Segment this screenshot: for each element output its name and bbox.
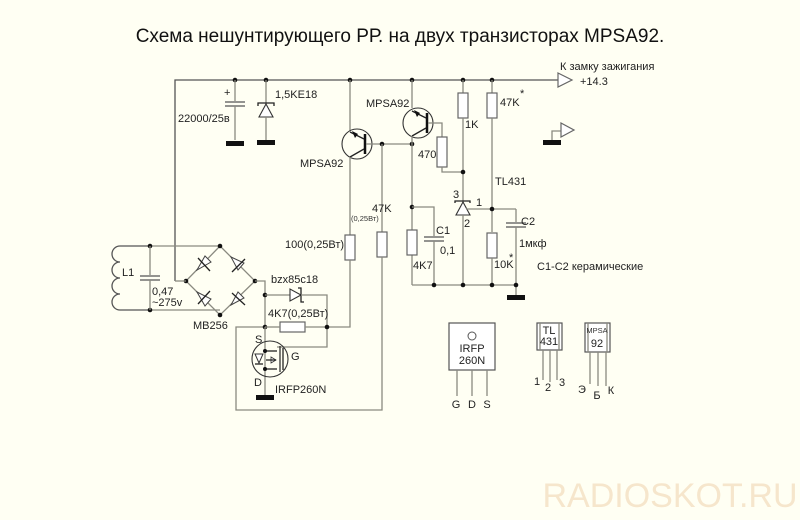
mosfet-drain-label: D [254,377,262,389]
r47k-power: (0,25Вт) [351,214,379,223]
control-ground-rail [412,282,519,288]
q2-label: MPSA92 [366,98,409,110]
r47k-top-star: * [520,88,525,100]
r47k-label: 47K [372,203,392,215]
r100-label: 100(0,25Вт) [285,239,344,251]
irfp-pin-g: G [452,399,461,411]
irfp-pin-s: S [483,399,490,411]
mpsa-pkg-pin-b: Б [593,390,600,402]
zener-diode [262,287,328,348]
mpsa-pkg-pin-e: Э [578,384,586,396]
tl431-pkg-pin1: 1 [534,376,540,388]
tl431-pkg-line1: TL [543,325,556,337]
transistor-q2 [402,80,443,285]
c2-value: 1мкф [519,238,547,250]
transistor-q1 [341,80,415,235]
tl431-pin3: 3 [453,189,459,201]
ceramic-note: C1-C2 керамические [537,261,643,273]
ground-terminal [543,121,576,145]
coil-l1 [111,243,220,313]
c-in-voltage: ~275v [152,297,183,309]
diagram-title: Схема нешунтирующего РР. на двух транзис… [136,26,665,47]
tl431-pkg-pin2: 2 [545,382,551,394]
resistor-100 [327,234,356,328]
resistor-1k [457,80,469,205]
r47k-top-label: 47K [500,97,520,109]
mpsa-pkg-line1: MPSA [586,326,607,335]
tl431-pin1: 1 [476,197,482,209]
q1-label: MPSA92 [300,158,343,170]
bridge-label: MB256 [193,320,228,332]
tvs-label: 1,5KE18 [275,89,317,101]
pinout-mpsa92 [584,322,611,386]
c-in-value: 0,47 [152,286,173,298]
resistor-47k-top [486,80,498,232]
capacitor-22000uf: + [224,80,245,146]
c1-label: C1 [436,225,450,237]
r10k-label: 10K [494,259,514,271]
tl431-regulator [454,200,516,285]
pinout-tl431 [536,322,563,382]
watermark: RADIOSKOT.RU [542,477,797,515]
resistor-4k7-gate [262,321,330,333]
mpsa-pkg-line2: 92 [591,338,603,350]
mosfet-label: IRFP260N [275,384,326,396]
r4k7-gate-label: 4K7(0,25Вт) [268,308,328,320]
tl431-pkg-pin3: 3 [559,377,565,389]
tl431-pin2: 2 [464,218,470,230]
r1k-label: 1K [465,119,479,131]
r4k7-label: 4K7 [413,260,433,272]
c1-value: 0,1 [440,245,455,257]
mosfet [251,327,289,400]
cap-main-label: 22000/25в [178,113,230,125]
ignition-label: К замку зажигания [560,61,654,73]
irfp-line1: IRFP [459,343,484,355]
pinout-irfp260n [448,322,496,396]
mpsa-pkg-pin-k: К [608,385,615,397]
ignition-output-terminal [557,72,574,88]
mosfet-source-label: S [255,334,262,346]
resistor-10k [486,209,526,300]
c2-label: C2 [521,216,535,228]
diode-bridge [175,243,266,327]
l1-label: L1 [122,267,134,279]
tl431-pkg-line2: 431 [540,336,558,348]
irfp-line2: 260N [459,355,485,367]
voltage-label: +14.3 [580,76,608,88]
irfp-pin-d: D [468,399,476,411]
zener-label: bzx85c18 [271,274,318,286]
resistor-470 [436,136,463,173]
tvs-diode [257,80,275,145]
resistor-47k-base [235,144,388,411]
tl431-label: TL431 [495,176,526,188]
resistor-4k7 [406,204,444,285]
mosfet-gate-label: G [291,351,300,363]
r10k-star: * [509,252,514,264]
r470-label: 470 [418,149,436,161]
plus-sign: + [224,87,230,99]
